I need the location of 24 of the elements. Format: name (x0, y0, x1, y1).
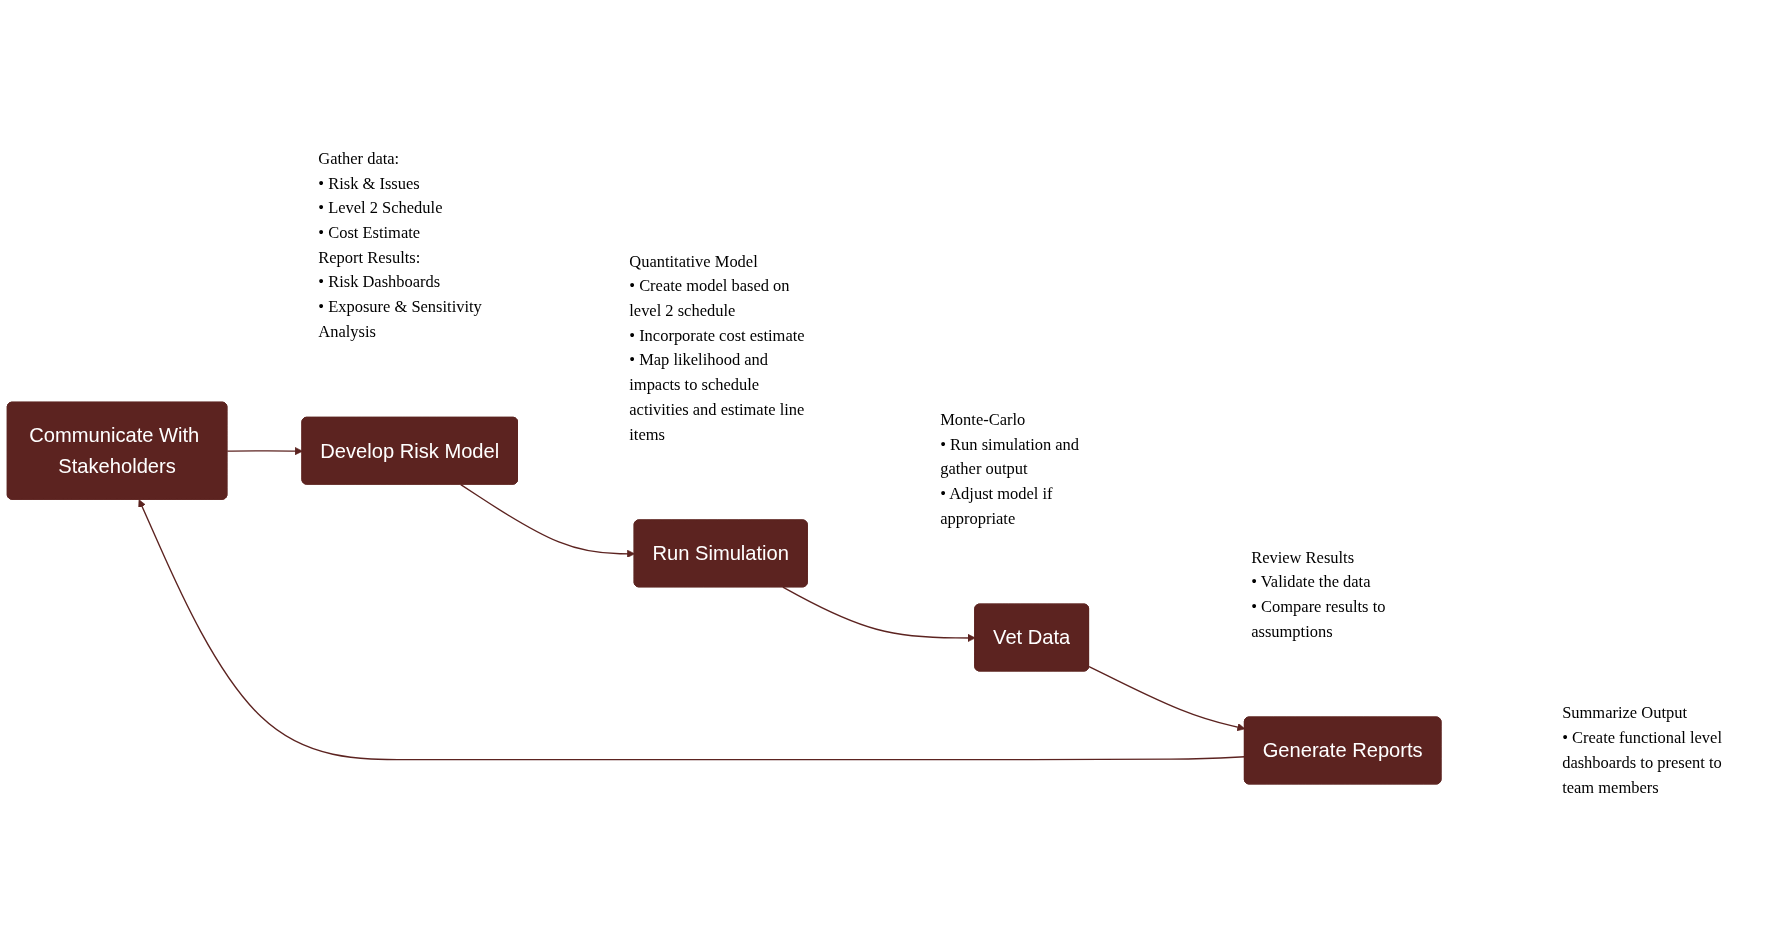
node-label: • Run simulation and gather output (940, 435, 1080, 479)
node-label: Report Results: (318, 248, 421, 267)
arrow (138, 499, 1246, 761)
node-label: • Create functional level dashboards to present to team members (1562, 728, 1722, 797)
node-label: Quantitative Model (629, 252, 758, 271)
node-label: • Compare results to assumptions (1251, 597, 1386, 641)
node-label: • Risk & Issues (318, 174, 420, 193)
node-label: • Adjust model if appropriate (940, 484, 1053, 528)
node-label: • Map likelihood and impacts to schedule activities and estimate line items (629, 351, 805, 444)
arrow (782, 586, 976, 643)
node-label: Review Results (1251, 548, 1355, 567)
arrow (1088, 666, 1246, 732)
node-label: • Cost Estimate (318, 223, 421, 242)
node-label: • Exposure & Sensitivity Analysis (318, 297, 482, 341)
arrow (460, 484, 636, 559)
node-label: • Validate the data (1251, 572, 1371, 592)
node-label: Summarize Output (1562, 704, 1687, 723)
node-label: • Create model based on level 2 schedule (629, 276, 790, 320)
arrow (226, 447, 303, 456)
node-label: Monte-Carlo (940, 410, 1026, 429)
node-label: • Level 2 Schedule (318, 198, 443, 218)
node-label: • Incorporate cost estimate (629, 326, 805, 345)
node-label: Gather data: (318, 149, 400, 168)
node-label: • Risk Dashboards (318, 273, 441, 292)
